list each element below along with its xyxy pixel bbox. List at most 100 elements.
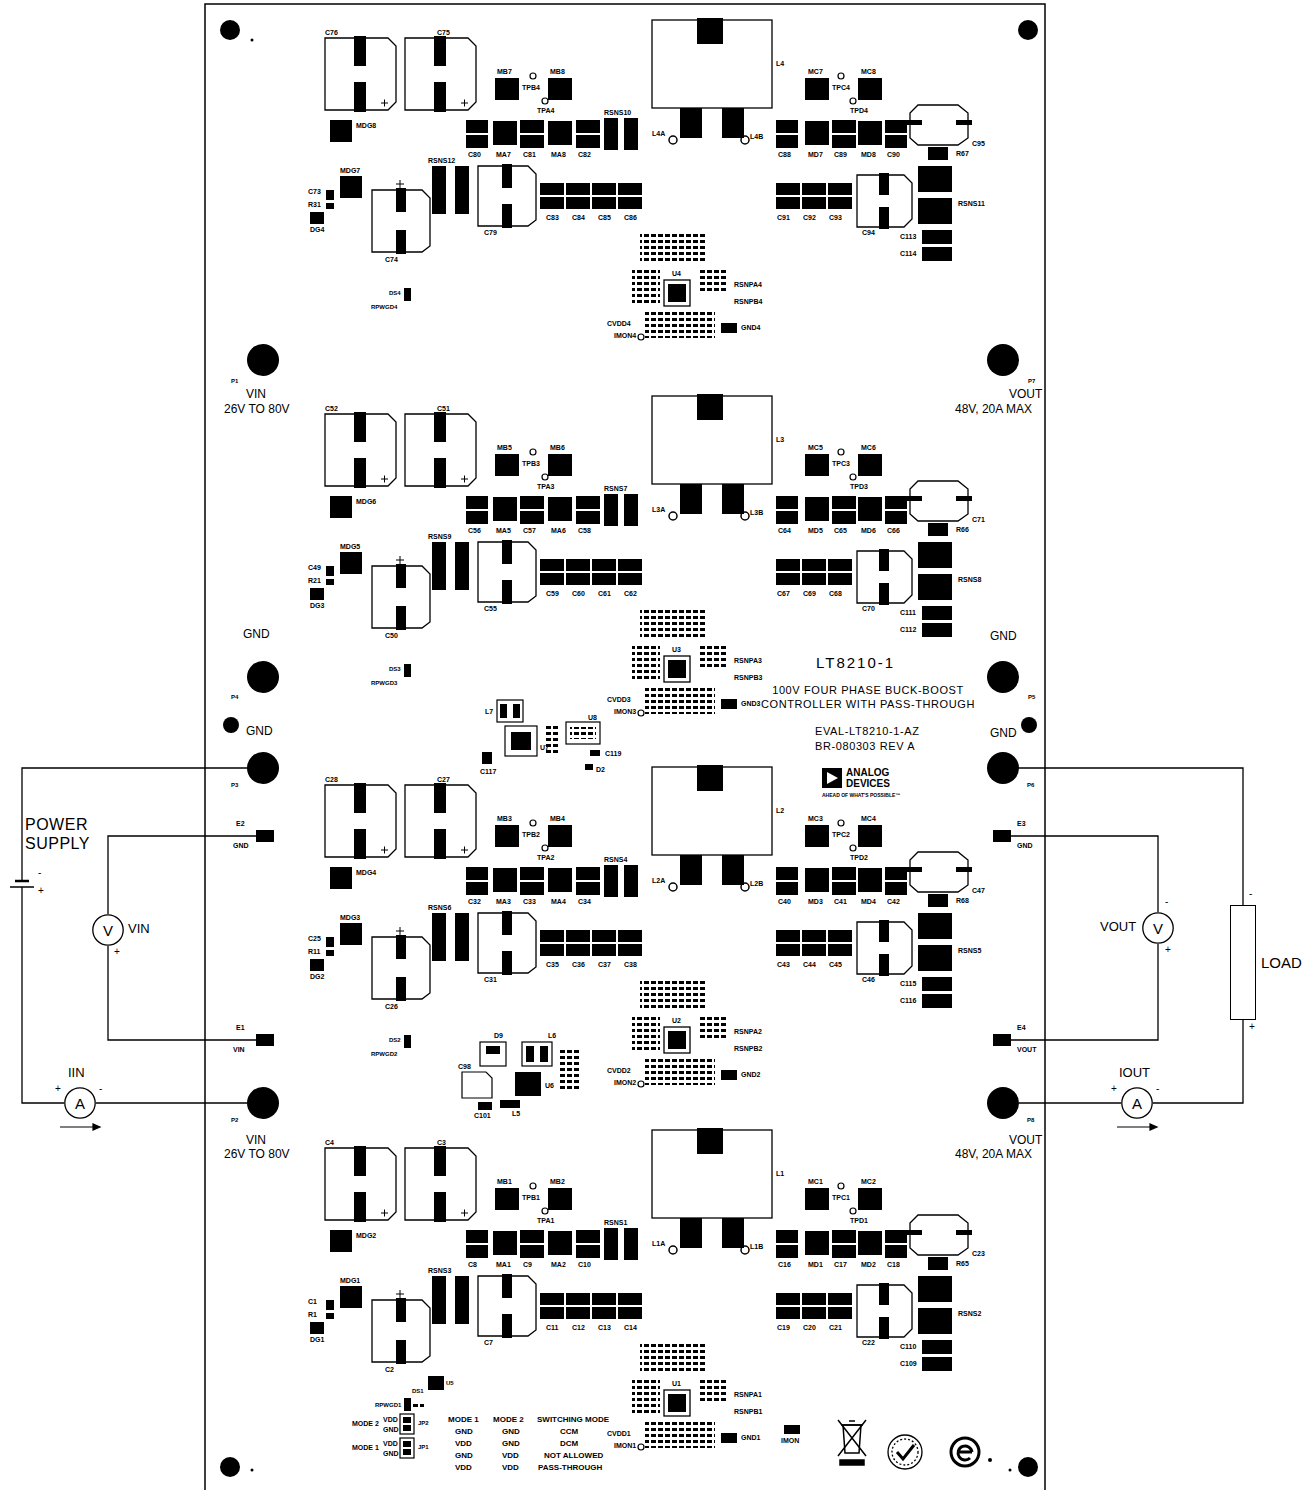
part-designator: L3A — [652, 506, 665, 513]
node-label: IOUT — [1119, 1066, 1150, 1079]
pad-disc — [247, 752, 279, 784]
part-designator: MDG8 — [356, 122, 376, 129]
meter-letter: V — [92, 914, 124, 946]
part-designator: C38 — [624, 961, 637, 968]
part-designator: C79 — [484, 229, 497, 236]
board-text: + — [1165, 945, 1171, 955]
pcb-graphic — [500, 1100, 520, 1108]
node-label: IIN — [68, 1066, 85, 1079]
wire — [108, 836, 256, 914]
part-designator: MB6 — [550, 444, 565, 451]
part-designator: L1 — [776, 1170, 784, 1177]
part-designator: C45 — [829, 961, 842, 968]
part-designator: MD8 — [861, 151, 876, 158]
part-designator: IMON1 — [614, 1442, 636, 1449]
part-designator: MD2 — [861, 1261, 876, 1268]
pcb-graphic — [888, 1435, 922, 1469]
part-designator: C73 — [308, 188, 321, 195]
meter-ring — [93, 915, 123, 945]
part-designator: TPA2 — [537, 854, 554, 861]
part-designator: MD1 — [808, 1261, 823, 1268]
part-designator: MDG5 — [340, 543, 360, 550]
pcb-graphic — [1009, 1469, 1012, 1472]
part-designator: C76 — [325, 29, 338, 36]
part-designator: DG2 — [310, 973, 324, 980]
pcb-graphic — [400, 1438, 414, 1458]
part-designator: TPD4 — [850, 107, 868, 114]
part-designator: MDG4 — [356, 869, 376, 876]
pcb-graphic — [1021, 717, 1037, 733]
pcb-graphic — [480, 1042, 506, 1066]
part-designator: IMON3 — [614, 708, 636, 715]
board-text: VOUT — [1009, 388, 1042, 400]
part-designator: C31 — [484, 976, 497, 983]
part-designator: L1A — [652, 1240, 665, 1247]
part-designator: C67 — [777, 590, 790, 597]
pcb-graphic — [1018, 1457, 1038, 1477]
part-designator: MB3 — [497, 815, 512, 822]
board-outline — [205, 4, 1045, 1490]
part-designator: C95 — [972, 140, 985, 147]
node-label: GND — [233, 842, 249, 849]
part-designator: U1 — [672, 1380, 681, 1387]
pcb-graphic — [251, 1469, 254, 1472]
part-designator: MA5 — [496, 527, 511, 534]
board-text: D9 — [494, 1032, 503, 1039]
epup-symbol — [951, 1438, 992, 1466]
part-designator: C3 — [437, 1139, 446, 1146]
part-designator: C62 — [624, 590, 637, 597]
part-designator: C64 — [778, 527, 791, 534]
part-designator: C27 — [437, 776, 450, 783]
part-designator: C7 — [484, 1339, 493, 1346]
wire — [96, 1102, 247, 1103]
terminal-pad — [247, 344, 1019, 693]
part-designator: MC2 — [861, 1178, 876, 1185]
pcb-graphic — [220, 20, 240, 40]
board-text: NOT ALLOWED — [544, 1452, 603, 1460]
part-designator: R67 — [956, 150, 969, 157]
node-label: E1 — [236, 1024, 245, 1031]
part-designator: C16 — [778, 1261, 791, 1268]
pcb-graphic — [511, 732, 531, 750]
part-designator: C43 — [777, 961, 790, 968]
part-designator: C51 — [437, 405, 450, 412]
part-designator: MD4 — [861, 898, 876, 905]
pcb-graphic — [958, 1446, 972, 1460]
meter-ring — [1143, 913, 1173, 943]
pcb-graphic — [500, 704, 507, 718]
part-designator: C59 — [546, 590, 559, 597]
mode-jumper — [400, 1414, 414, 1458]
pcb-graphic — [410, 1404, 424, 1410]
part-designator: TPB4 — [522, 84, 540, 91]
board-text: C101 — [474, 1112, 491, 1119]
part-designator: C70 — [862, 605, 875, 612]
wire — [108, 946, 256, 1040]
part-designator: C2 — [385, 1366, 394, 1373]
part-designator: RSNPA3 — [734, 657, 762, 664]
board-text: GND — [246, 725, 273, 737]
board-text: VIN — [246, 388, 266, 400]
part-designator: C94 — [862, 229, 875, 236]
board-text: - — [1165, 897, 1168, 907]
board-text: DS1 — [412, 1388, 424, 1394]
part-designator: C110 — [900, 1343, 916, 1350]
node-label: VIN — [233, 1046, 245, 1053]
part-designator: TPB3 — [522, 460, 540, 467]
part-designator: L3B — [750, 509, 763, 516]
pcb-graphic — [827, 772, 838, 784]
part-designator: RSNS7 — [604, 485, 627, 492]
meter-ring — [65, 1088, 95, 1118]
part-designator: C88 — [778, 151, 791, 158]
board-text: P5 — [1028, 694, 1035, 700]
part-designator: MA2 — [551, 1261, 566, 1268]
part-designator: R1 — [308, 1311, 317, 1318]
board-text: + — [114, 947, 120, 957]
pcb-graphic — [590, 750, 600, 756]
node-label: E4 — [1017, 1024, 1026, 1031]
part-designator: C21 — [829, 1324, 842, 1331]
part-designator: IMON2 — [614, 1079, 636, 1086]
part-designator: MDG3 — [340, 914, 360, 921]
pcb-graphic — [892, 1439, 918, 1465]
sense-pad: E3GND — [993, 830, 1011, 842]
part-designator: TPC4 — [832, 84, 850, 91]
